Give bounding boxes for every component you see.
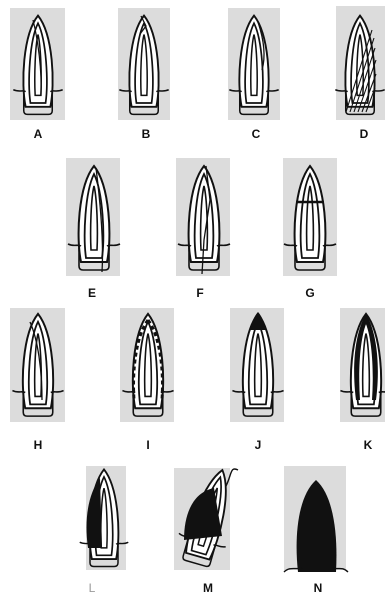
label-G: G <box>305 286 314 300</box>
label-D: D <box>360 127 369 141</box>
panel-L: L <box>80 466 129 595</box>
panel-A: A <box>10 8 65 141</box>
panel-H: H <box>10 308 65 452</box>
panel-F: F <box>176 158 230 300</box>
label-M: M <box>203 581 213 595</box>
panel-K: K <box>340 308 385 452</box>
panel-E: E <box>66 158 120 300</box>
panel-B: B <box>118 8 170 141</box>
panel-N: N <box>284 466 348 595</box>
panel-G: G <box>283 158 337 300</box>
panel-J: J <box>230 308 284 452</box>
panel-M: M <box>172 463 245 595</box>
label-H: H <box>34 438 43 452</box>
label-K: K <box>364 438 373 452</box>
label-A: A <box>34 127 43 141</box>
panel-C: C <box>228 8 280 141</box>
label-N: N <box>314 581 323 595</box>
label-E: E <box>88 286 96 300</box>
panel-I: I <box>120 308 174 452</box>
label-C: C <box>252 127 261 141</box>
label-I: I <box>146 438 149 452</box>
label-J: J <box>255 438 262 452</box>
label-F: F <box>196 286 203 300</box>
label-B: B <box>142 127 151 141</box>
panel-D: D <box>335 6 385 141</box>
label-L: L <box>89 581 96 595</box>
